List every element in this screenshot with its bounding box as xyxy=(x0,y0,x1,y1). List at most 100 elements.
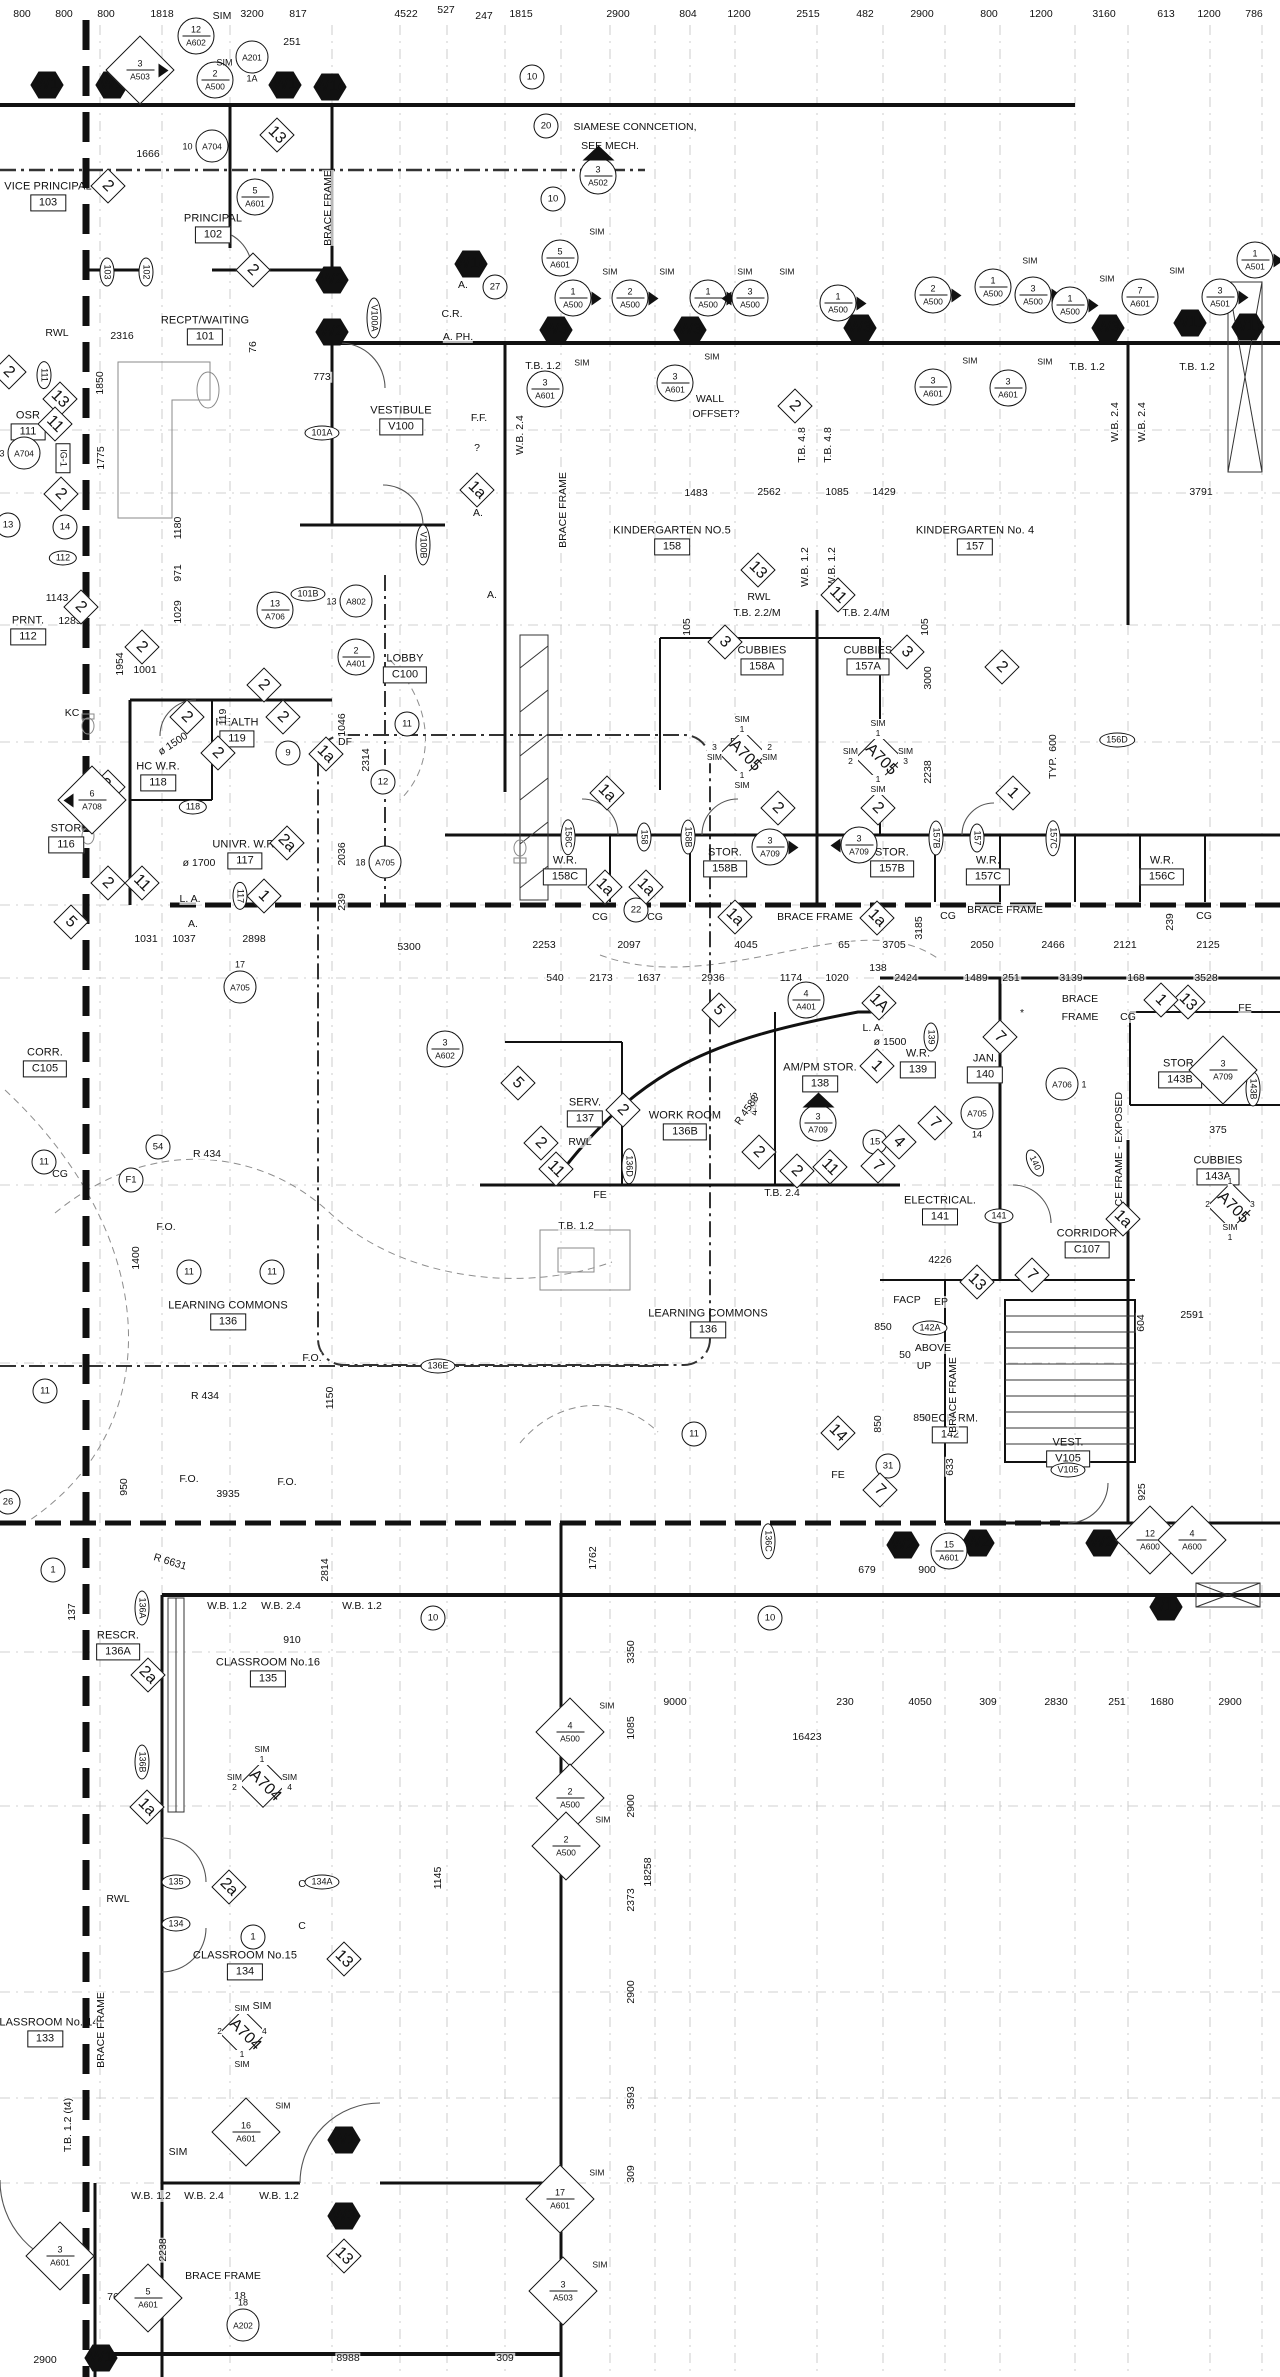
dimension-text: 2125 xyxy=(1195,938,1221,951)
room-label: STOR.157B xyxy=(870,846,914,878)
dimension-text: 309 xyxy=(495,2351,515,2364)
annotation-text: C xyxy=(298,1919,306,1933)
keynote-diamond: 7 xyxy=(860,1148,896,1184)
dimension-text: 4522 xyxy=(393,7,419,20)
reference-bubble: 11 xyxy=(32,1378,58,1404)
dimension-text: 309 xyxy=(978,1695,998,1708)
dimension-text: 925 xyxy=(1135,1482,1148,1502)
wall-type-tag: W1c xyxy=(313,73,347,101)
dimension-text: 2814 xyxy=(318,1557,331,1583)
annotation-text: L. A. xyxy=(862,1021,884,1035)
door-tag: 117 xyxy=(232,881,248,911)
dimension-text: 3160 xyxy=(1091,7,1117,20)
dimension-text: 3139 xyxy=(1058,971,1084,984)
dimension-text: 3200 xyxy=(239,7,265,20)
dimension-text: 1001 xyxy=(132,663,158,676)
annotation-text: BRACE FRAME xyxy=(94,1992,108,2068)
keynote-diamond: 11 xyxy=(124,865,160,901)
keynote-diamond: 1a xyxy=(589,775,625,811)
door-tag: 141 xyxy=(984,1208,1014,1224)
annotation-text: W.B. 2.4 xyxy=(1108,402,1122,442)
annotation-text: A. PH. xyxy=(442,330,474,344)
annotation-text: ABOVE xyxy=(914,1341,952,1355)
dimension-text: 1637 xyxy=(636,971,662,984)
annotation-text: SIM xyxy=(168,2145,188,2159)
dimension-text: 251 xyxy=(1001,971,1021,984)
reference-bubble: 11 xyxy=(31,1149,57,1175)
annotation-text: WALL xyxy=(695,392,725,406)
dimension-text: 2830 xyxy=(1043,1695,1069,1708)
annotation-text: C xyxy=(298,1877,306,1891)
annotation-text: ø 1500 xyxy=(873,1035,907,1049)
dimension-text: 251 xyxy=(1107,1695,1127,1708)
dimension-text: TYP. xyxy=(1046,756,1059,780)
keynote-diamond: 1a xyxy=(129,1789,165,1825)
dimension-text: 900 xyxy=(917,1563,937,1576)
reference-bubble: 20 xyxy=(533,113,559,139)
dimension-text: 2591 xyxy=(1179,1308,1205,1321)
dimension-text: 2898 xyxy=(241,932,267,945)
keynote-diamond: 2 xyxy=(90,168,126,204)
wall-type-tag: W1c xyxy=(454,250,488,278)
door-tag: 101A xyxy=(304,425,340,441)
annotation-text: SIM xyxy=(212,9,232,23)
wall-type-tag: W1b xyxy=(1173,309,1207,337)
annotation-text: RWL xyxy=(747,590,771,604)
keynote-diamond: 13 xyxy=(326,2238,362,2274)
dimension-text: 2253 xyxy=(531,938,557,951)
dimension-text: 4050 xyxy=(907,1695,933,1708)
dimension-text: 1815 xyxy=(508,7,534,20)
keynote-diamond: 2a xyxy=(130,1657,166,1693)
door-tag: 158B xyxy=(680,819,696,855)
door-tag: 111 xyxy=(36,361,52,389)
dimension-text: 1200 xyxy=(726,7,752,20)
dimension-text: 16423 xyxy=(791,1730,823,1743)
dimension-text: 1150 xyxy=(323,1385,336,1411)
keynote-diamond: 5 xyxy=(500,1065,536,1101)
keynote-diamond: 1 xyxy=(859,1048,895,1084)
dimension-text: 168 xyxy=(1126,971,1146,984)
keynote-diamond: 2 xyxy=(984,649,1020,685)
annotation-text: W.B. 1.2 xyxy=(207,1599,247,1613)
dimension-text: 2900 xyxy=(909,7,935,20)
keynote-diamond: 1a xyxy=(717,899,753,935)
annotation-text: W.B. 2.4 xyxy=(184,2189,224,2203)
annotation-text: T.B. 4.8 xyxy=(821,427,835,463)
dimension-text: 65 xyxy=(837,938,851,951)
annotation-text: C.R. xyxy=(441,307,463,321)
dimension-text: 2036 xyxy=(335,841,348,867)
keynote-diamond: 13 xyxy=(259,117,295,153)
reference-bubble: 10 xyxy=(540,186,566,212)
dimension-text: 4045 xyxy=(733,938,759,951)
dimension-text: 3350 xyxy=(624,1639,637,1665)
annotation-text: BRACE xyxy=(1061,992,1099,1006)
room-label: SERV.137 xyxy=(566,1096,604,1128)
wall-type-tag: W3 xyxy=(327,2202,361,2230)
wall-type-tag: W3 xyxy=(843,314,877,342)
wall-type-tag: W1b xyxy=(1231,313,1265,341)
dimension-text: 2900 xyxy=(1217,1695,1243,1708)
annotation-text: T.B. 1.2 (t4) xyxy=(61,2097,75,2153)
reference-bubble: 27 xyxy=(482,274,508,300)
dimension-text: 1483 xyxy=(683,486,709,499)
dimension-text: 971 xyxy=(171,563,184,583)
dimension-text: 1200 xyxy=(1028,7,1054,20)
